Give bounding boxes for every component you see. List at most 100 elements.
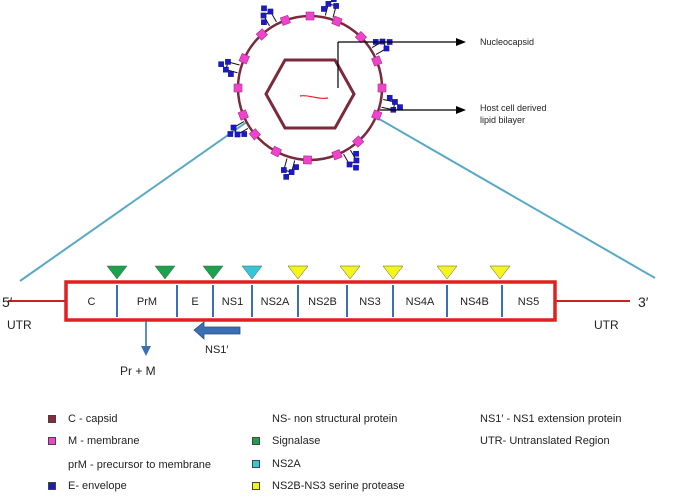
signalase-cleavage-marker	[106, 265, 128, 280]
membrane-proteins	[233, 11, 387, 165]
legend-utr: UTR- Untranslated Region	[480, 435, 610, 447]
membrane-protein	[331, 149, 343, 161]
gene-segments: C PrM E NS1 NS2A NS2B NS3 NS4A NS4B NS5	[88, 285, 539, 317]
membrane-protein	[352, 135, 365, 148]
label-lipid-line2: lipid bilayer	[480, 115, 525, 125]
envelope-protein	[386, 94, 393, 101]
legend-capsid: C - capsid	[68, 413, 118, 425]
envelope-swatch	[48, 482, 56, 490]
envelope-protein	[283, 174, 289, 180]
three-prime-label: 3′	[638, 294, 649, 310]
envelope-protein	[353, 157, 360, 164]
legend-ns1ext: NS1′ - NS1 extension protein	[480, 413, 622, 425]
envelope-protein	[288, 169, 295, 175]
gene-prm: PrM	[137, 296, 157, 308]
envelope-protein	[261, 5, 267, 12]
ns2a-swatch	[252, 460, 260, 468]
envelope-protein	[333, 3, 339, 9]
envelope-spikes	[218, 0, 403, 180]
label-nucleocapsid: Nucleocapsid	[480, 37, 534, 47]
membrane-protein	[279, 14, 291, 26]
gene-ns4b: NS4B	[460, 296, 489, 308]
envelope-spike	[324, 3, 337, 18]
legend-envelope: E- envelope	[68, 480, 127, 492]
gene-ns4a: NS4A	[406, 296, 435, 308]
utr-left-label: UTR	[7, 318, 32, 332]
nucleocapsid-arrowhead	[456, 38, 466, 46]
protease-cleavage-marker	[436, 265, 458, 280]
legend-protease: NS2B-NS3 serine protease	[272, 480, 405, 492]
envelope-protein	[331, 0, 337, 2]
envelope-protein	[293, 164, 299, 170]
envelope-protein	[383, 45, 390, 52]
legend-ns: NS- non structural protein	[272, 413, 398, 425]
membrane-protein	[248, 128, 261, 141]
ns1-prime-label: NS1′	[205, 344, 228, 356]
membrane-protein	[238, 53, 250, 65]
envelope-spike	[225, 61, 240, 74]
membrane-protein	[354, 31, 367, 44]
gene-c: C	[88, 296, 96, 308]
signalase-cleavage-marker	[202, 265, 224, 280]
cleavage-markers	[106, 265, 511, 280]
envelope-protein	[261, 19, 267, 26]
prm-arrowhead	[141, 346, 151, 356]
gene-ns5: NS5	[518, 296, 539, 308]
envelope-protein	[321, 6, 327, 12]
envelope-protein	[353, 164, 359, 171]
gene-ns3: NS3	[359, 296, 380, 308]
nucleocapsid	[264, 58, 356, 130]
signalase-cleavage-marker	[154, 265, 176, 280]
legend-prm: prM - precursor to membrane	[68, 459, 212, 471]
protease-cleavage-marker	[382, 265, 404, 280]
legend-membrane: M - membrane	[68, 435, 140, 447]
envelope-protein	[230, 124, 237, 131]
prm-product-label: Pr + M	[120, 364, 156, 378]
envelope-protein	[228, 71, 234, 77]
envelope-protein	[325, 1, 332, 7]
envelope-protein	[397, 104, 403, 110]
membrane-protein	[305, 11, 315, 21]
envelope-protein	[223, 66, 229, 73]
capsid-swatch	[48, 415, 56, 423]
gene-ns1: NS1	[222, 296, 243, 308]
ns2a-cleavage-marker	[241, 265, 263, 280]
envelope-protein	[234, 131, 241, 138]
membrane-protein	[233, 83, 243, 93]
virion	[218, 0, 403, 180]
envelope-spike	[283, 158, 296, 173]
protease-swatch	[252, 482, 260, 490]
genome-rna-strand	[299, 94, 329, 100]
protease-cleavage-marker	[287, 265, 309, 280]
protease-cleavage-marker	[339, 265, 361, 280]
membrane-protein	[270, 145, 283, 158]
envelope-protein	[346, 161, 353, 168]
envelope-spike	[381, 98, 396, 111]
polyprotein-box	[64, 280, 557, 322]
membrane-protein	[303, 155, 312, 165]
envelope-protein	[241, 131, 248, 137]
gene-e: E	[191, 296, 198, 308]
lipid-arrowhead	[456, 106, 466, 114]
membrane-swatch	[48, 437, 56, 445]
membrane-protein	[237, 109, 249, 121]
utr-right-label: UTR	[594, 318, 619, 332]
legend-signalase: Signalase	[272, 435, 321, 447]
protease-cleavage-marker	[489, 265, 511, 280]
gene-ns2a: NS2A	[261, 296, 290, 308]
envelope-protein	[392, 99, 398, 105]
legend-ns2a: NS2A	[272, 458, 301, 470]
envelope-protein	[227, 131, 234, 137]
membrane-protein	[371, 55, 383, 67]
envelope-protein	[260, 12, 267, 19]
label-lipid-line1: Host cell derived	[480, 103, 547, 113]
envelope-protein	[267, 8, 274, 15]
five-prime-label: 5′	[2, 294, 13, 310]
signalase-swatch	[252, 437, 260, 445]
envelope-protein	[353, 150, 359, 157]
gene-ns2b: NS2B	[308, 296, 337, 308]
membrane-protein	[255, 28, 268, 41]
envelope-protein	[218, 61, 224, 67]
membrane-protein	[331, 15, 343, 27]
